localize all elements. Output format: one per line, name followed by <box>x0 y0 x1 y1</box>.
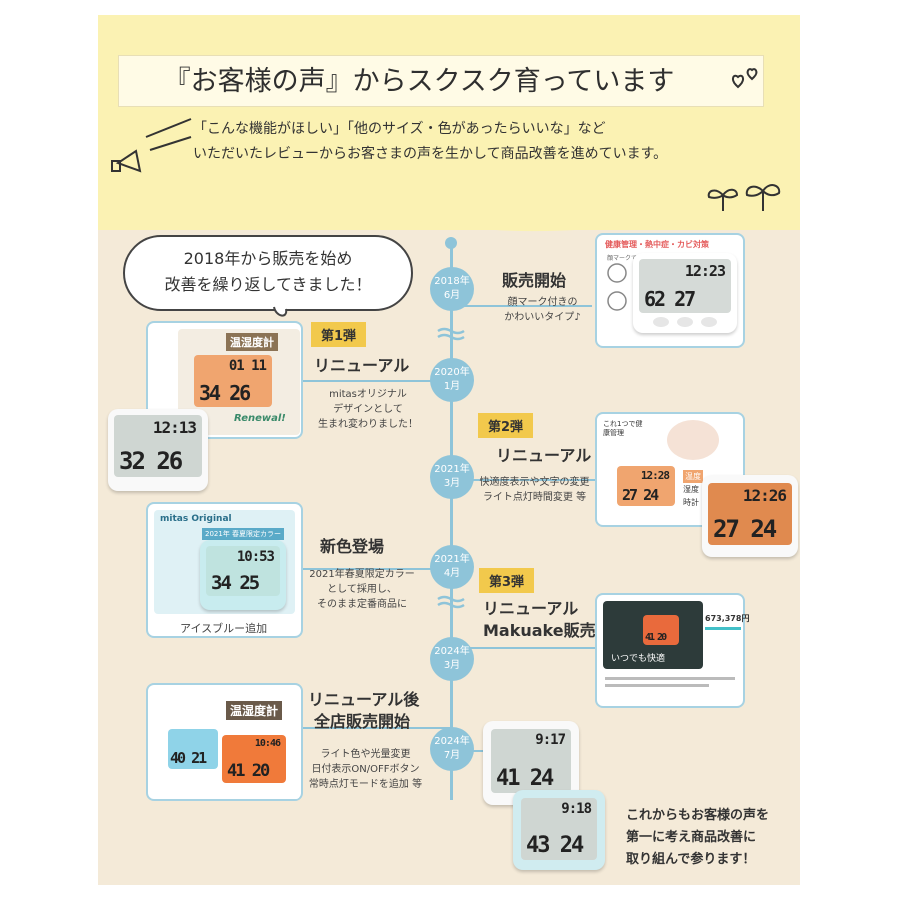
closing-message: これからもお客様の声を 第一に考え商品改善に 取り組んで参ります！ <box>626 808 770 867</box>
timeline-break-2 <box>437 595 465 609</box>
branch-5 <box>452 647 597 649</box>
date-circle-6: 2024年 7月 <box>430 727 474 771</box>
timeline-line <box>450 240 453 800</box>
final-clock-2-lcd: 9:18 43 24 <box>521 798 597 860</box>
card3-label: これ1つで健康管理 <box>603 420 643 437</box>
renewal-2-clock-lcd: 12:26 27 24 <box>708 483 792 545</box>
card2-tag: Renewal! <box>234 413 286 424</box>
card1-face-label: 顔マークで <box>607 255 638 262</box>
event-title-2: リニューアル <box>314 356 410 375</box>
event-desc-2: mitasオリジナル デザインとして 生まれ変わりました！ <box>318 389 418 430</box>
final-clock-2: 9:18 43 24 <box>513 790 605 870</box>
headline-box: 『お客様の声』からスクスク育っています <box>118 55 764 107</box>
card2-banner: 温湿度計 <box>226 333 278 351</box>
card5-progress <box>705 627 741 630</box>
bubble-line-2: 改善を繰り返してきました！ <box>164 275 372 294</box>
baby-photo <box>667 420 719 460</box>
branch-2 <box>303 380 451 382</box>
bubble-tail <box>273 306 288 317</box>
clock-button <box>701 317 717 327</box>
date-circle-4: 2021年 4月 <box>430 545 474 589</box>
product-card-makuake: いつでも快適 41 20 673,378円 <box>595 593 749 708</box>
card1-buttons <box>653 317 717 327</box>
event-badge-2: 第2弾 <box>478 413 534 438</box>
branch-6 <box>303 727 451 729</box>
product-card-original: 健康管理・熱中症・カビ対策 顔マークで 12:23 62 27 <box>595 233 745 348</box>
face-mark-icon <box>607 263 627 311</box>
timeline-start-dot <box>445 237 457 249</box>
event-title-5: リニューアル Makuake販売 <box>483 599 596 640</box>
card2-lcd: 01 11 34 26 <box>194 355 272 407</box>
top-wave-divider <box>98 200 800 232</box>
card5-slogan: いつでも快適 <box>611 654 666 664</box>
card5-amount: 673,378円 <box>705 614 750 623</box>
event-desc-1: 顔マーク付きの かわいいタイプ♪ <box>504 297 581 323</box>
card5-progress-fill <box>705 627 741 630</box>
timeline-break-1 <box>437 327 465 341</box>
branch-1 <box>452 305 592 307</box>
clock-button <box>677 317 693 327</box>
date-circle-5: 2024年 3月 <box>430 637 474 681</box>
bubble-line-1: 2018年から販売を始め <box>183 249 353 268</box>
headline: 『お客様の声』からスクスク育っています <box>163 66 675 97</box>
renewal-1-clock-lcd: 12:13 32 26 <box>114 415 202 477</box>
card4-sub: 2021年 春夏限定カラー <box>202 528 285 540</box>
intro-line-1: 「こんな機能がほしい」「他のサイズ・色があったらいいな」など <box>193 121 606 137</box>
product-card-all-stores: 温湿度計 40 21 10:46 41 20 <box>146 683 303 801</box>
event-desc-4: 2021年春夏限定カラー として採用し、 そのまま定番商品に <box>309 569 415 610</box>
hearts-icon <box>731 68 758 89</box>
intro-line-2: いただいたレビューからお客さまの声を生かして商品改善を進めています。 <box>193 146 668 162</box>
date-circle-3: 2021年 3月 <box>430 455 474 499</box>
detail-line <box>605 677 735 680</box>
card4-brand: mitas Original <box>160 514 232 524</box>
event-title-4: 新色登場 <box>320 537 385 556</box>
intro-text: 「こんな機能がほしい」「他のサイズ・色があったらいいな」など いただいたレビュー… <box>193 117 793 167</box>
product-card-new-color: mitas Original 2021年 春夏限定カラー 10:53 34 25… <box>146 502 303 638</box>
renewal-2-clock: 12:26 27 24 <box>702 475 798 557</box>
card4-photo: mitas Original 2021年 春夏限定カラー 10:53 34 25 <box>154 510 295 614</box>
card4-clock: 10:53 34 25 <box>200 540 286 610</box>
sprout-icon <box>707 184 781 211</box>
event-desc-6: ライト色や光量変更 日付表示ON/OFFボタン 常時点灯モードを追加 等 <box>308 749 423 790</box>
card1-lcd: 12:23 62 27 <box>639 259 731 313</box>
card5-photo: いつでも快適 41 20 <box>603 601 703 669</box>
event-badge-1: 第1弾 <box>311 322 367 347</box>
branch-4 <box>303 568 451 570</box>
card6-lcd-1: 40 21 <box>168 729 218 769</box>
card1-clock: 12:23 62 27 <box>633 253 737 333</box>
branch-3 <box>452 479 597 481</box>
card6-lcd-2: 10:46 41 20 <box>222 735 286 783</box>
card6-photo: 温湿度計 40 21 10:46 41 20 <box>162 691 300 799</box>
date-circle-2: 2020年 1月 <box>430 358 474 402</box>
detail-line <box>605 684 709 687</box>
card3-lcd: 12:28 27 24 <box>617 466 675 506</box>
renewal-1-clock: 12:13 32 26 <box>108 409 208 491</box>
card3-side-labels: 温度 湿度 時計 <box>683 470 703 507</box>
event-title-1: 販売開始 <box>502 271 567 290</box>
speech-bubble: 2018年から販売を始め 改善を繰り返してきました！ <box>123 235 413 311</box>
page: 『お客様の声』からスクスク育っています 「こんな機能がほしい」「他のサイズ・色が… <box>98 15 800 885</box>
top-band <box>98 15 800 230</box>
event-badge-3: 第3弾 <box>479 568 535 593</box>
card6-banner: 温湿度計 <box>226 701 283 720</box>
clock-button <box>653 317 669 327</box>
card4-caption: アイスブルー追加 <box>180 622 268 635</box>
final-clock-1-lcd: 9:17 41 24 <box>491 729 571 793</box>
card5-detail-lines <box>605 677 735 687</box>
event-desc-3: 快適度表示や文字の変更 ライト点灯時間変更 等 <box>479 477 590 503</box>
card1-header: 健康管理・熱中症・カビ対策 <box>605 240 709 249</box>
card4-lcd: 10:53 34 25 <box>206 546 280 596</box>
card5-lcd: 41 20 <box>643 615 679 645</box>
event-title-6: リニューアル後 全店販売開始 <box>308 690 420 731</box>
product-card-renewal-1: 温湿度計 01 11 34 26 Renewal! <box>146 321 303 439</box>
megaphone-icon <box>111 118 192 173</box>
card2-photo: 温湿度計 01 11 34 26 Renewal! <box>178 329 300 435</box>
date-circle-1: 2018年 6月 <box>430 267 474 311</box>
event-title-3: リニューアル <box>496 446 592 465</box>
